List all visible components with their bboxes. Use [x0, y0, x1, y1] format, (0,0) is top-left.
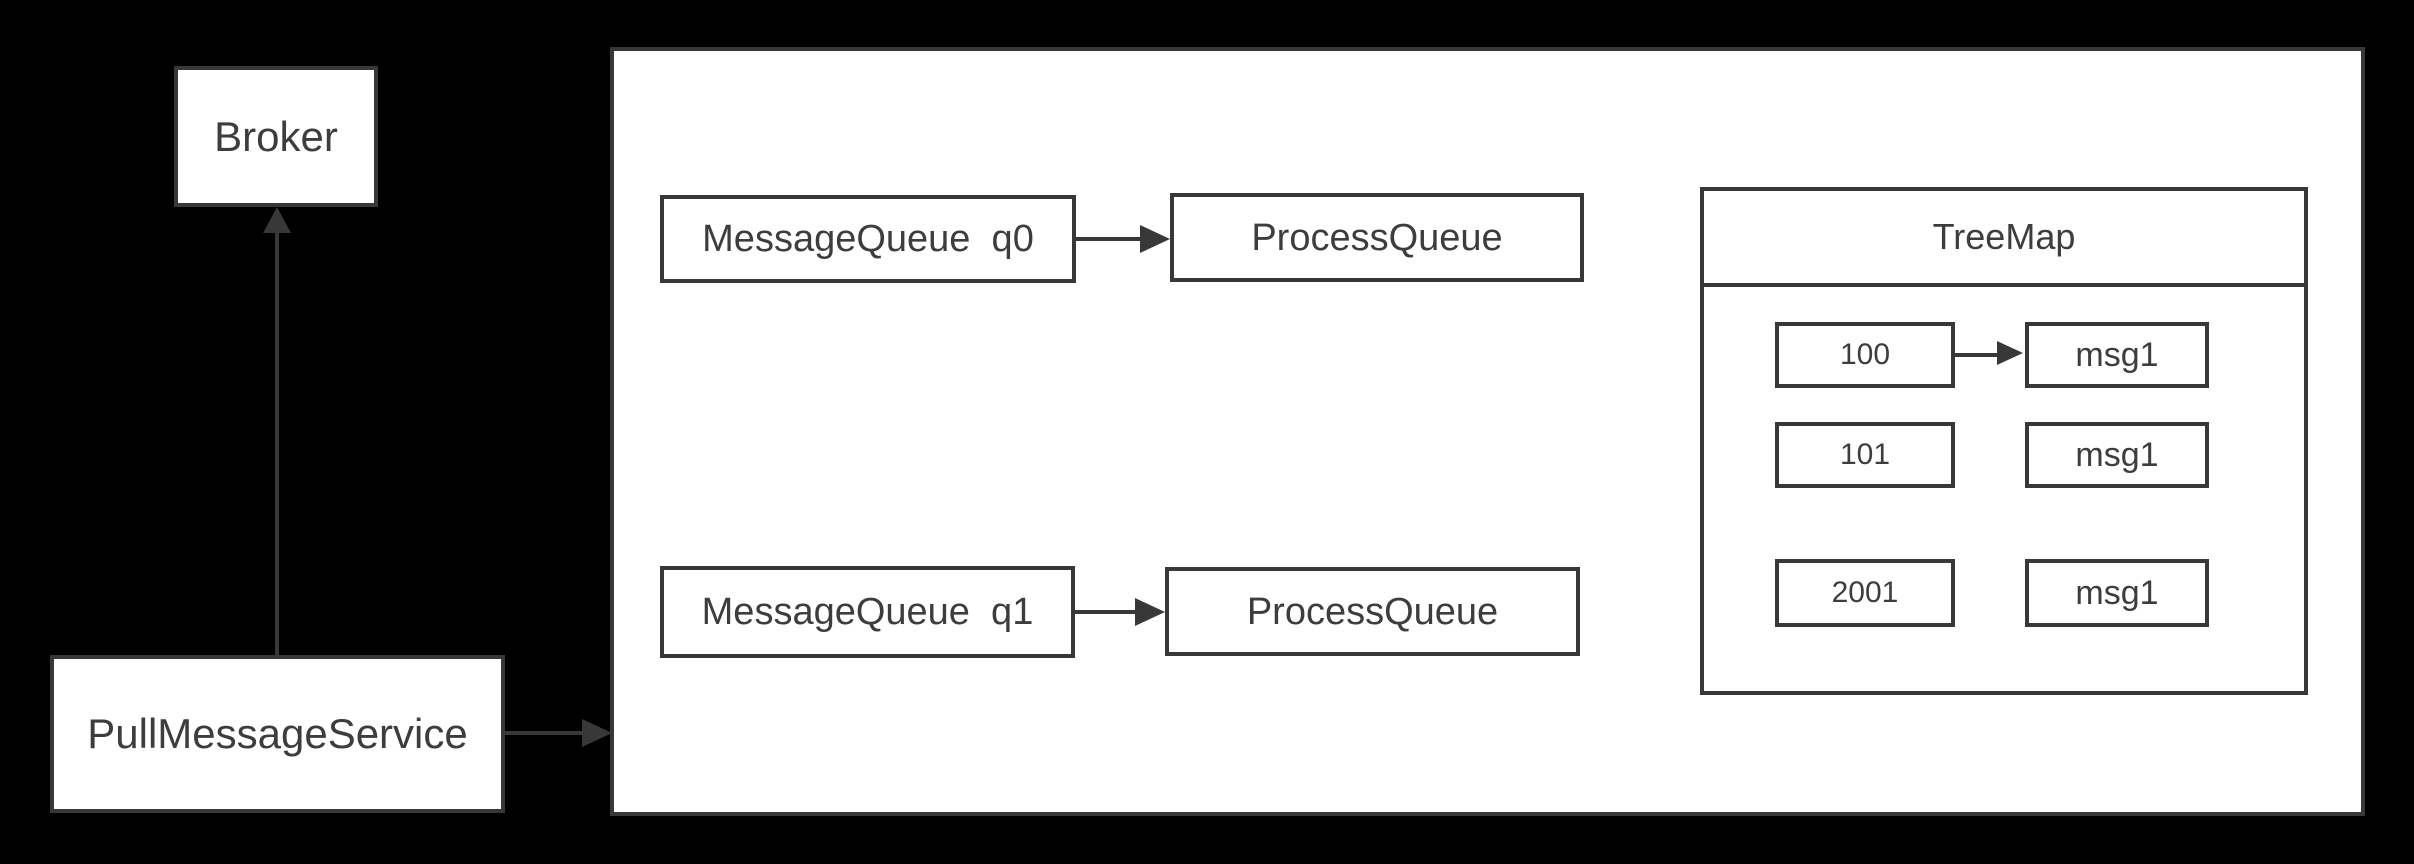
message-queue-q0-box: MessageQueue q0 [660, 195, 1076, 283]
arrow-up-icon [263, 207, 291, 233]
broker-box: Broker [174, 66, 378, 207]
arrow-right-icon [1135, 598, 1165, 626]
treemap-key-label-1: 101 [1839, 438, 1891, 471]
message-queue-q1-box: MessageQueue q1 [660, 566, 1075, 658]
treemap-value-box-1: msg1 [2025, 422, 2209, 488]
treemap-value-label-0: msg1 [2075, 336, 2159, 374]
treemap-key-box-0: 100 [1775, 322, 1955, 388]
arrow-right-icon [1140, 225, 1170, 253]
treemap-value-label-2: msg1 [2075, 574, 2159, 612]
treemap-value-label-1: msg1 [2075, 436, 2159, 474]
treemap-key-label-2: 2001 [1831, 576, 1899, 609]
treemap-box: TreeMap 100 msg1 101 msg1 2001 msg1 [1700, 187, 2308, 695]
message-queue-q0-label: MessageQueue q0 [702, 218, 1034, 260]
process-queue-1-box: ProcessQueue [1165, 567, 1580, 656]
pull-message-service-box: PullMessageService [50, 655, 505, 813]
process-queue-1-label: ProcessQueue [1246, 590, 1499, 633]
treemap-value-box-2: msg1 [2025, 559, 2209, 627]
treemap-value-box-0: msg1 [2025, 322, 2209, 388]
arrow-line [1076, 237, 1142, 241]
message-queue-q1-label: MessageQueue q1 [701, 591, 1034, 633]
process-queue-0-box: ProcessQueue [1170, 193, 1584, 282]
treemap-key-box-1: 101 [1775, 422, 1955, 488]
arrow-line [1955, 353, 2001, 357]
arrow-line [505, 731, 584, 735]
treemap-header: TreeMap [1704, 191, 2304, 287]
arrow-line [275, 231, 279, 655]
treemap-key-box-2: 2001 [1775, 559, 1955, 627]
arrow-line [1075, 610, 1137, 614]
pull-message-service-label: PullMessageService [87, 710, 468, 757]
broker-label: Broker [214, 112, 338, 160]
arrow-right-icon [1997, 341, 2023, 365]
treemap-title: TreeMap [1932, 216, 2076, 257]
arrow-right-icon [582, 719, 612, 747]
process-queue-0-label: ProcessQueue [1251, 216, 1503, 259]
treemap-key-label-0: 100 [1839, 338, 1891, 371]
